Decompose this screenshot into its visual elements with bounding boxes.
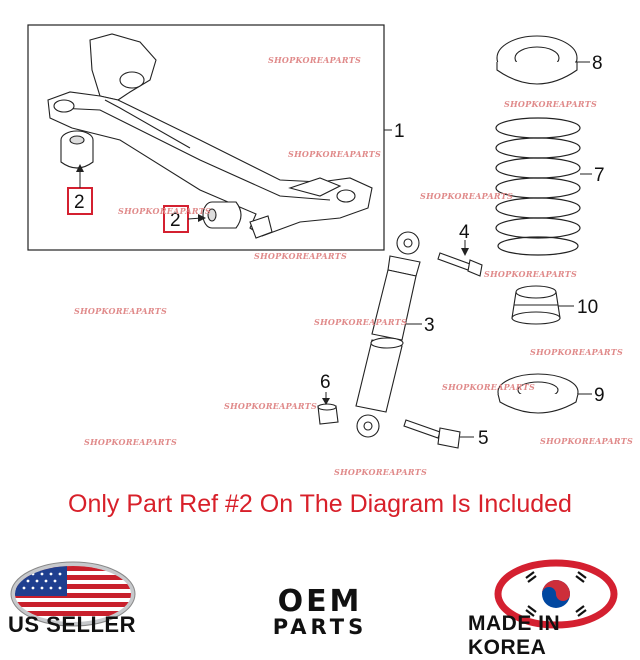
made-in-korea-label: MADE IN KOREA [468, 612, 561, 659]
callout-8: 8 [592, 53, 603, 74]
nut-6 [317, 403, 339, 425]
callout-7: 7 [594, 165, 605, 186]
callout-9: 9 [594, 385, 605, 406]
watermark: SHOPKOREAPARTS [530, 347, 623, 357]
arrow-2a [76, 164, 84, 172]
watermark: SHOPKOREAPARTS [504, 99, 597, 109]
bolt-4 [437, 252, 483, 277]
bushing-left [60, 130, 94, 169]
watermark: SHOPKOREAPARTS [420, 191, 513, 201]
rear-axle-beam [47, 33, 373, 239]
callout-10: 10 [577, 297, 598, 318]
coil-spring [495, 117, 581, 256]
watermark: SHOPKOREAPARTS [314, 317, 407, 327]
axle-assembly-frame [27, 24, 385, 251]
watermark: SHOPKOREAPARTS [540, 436, 633, 446]
us-flag-badge [10, 561, 136, 627]
notice-text: Only Part Ref #2 On The Diagram Is Inclu… [68, 490, 572, 518]
callout-3: 3 [424, 315, 435, 336]
watermark: SHOPKOREAPARTS [84, 437, 177, 447]
arrow-4 [461, 248, 469, 256]
callout-1: 1 [394, 121, 405, 142]
korea-flag-badge [494, 559, 618, 629]
watermark: SHOPKOREAPARTS [118, 206, 211, 216]
arrow-2b [198, 214, 206, 222]
watermark: SHOPKOREAPARTS [268, 55, 361, 65]
watermark: SHOPKOREAPARTS [288, 149, 381, 159]
bushing-right [202, 201, 242, 229]
watermark: SHOPKOREAPARTS [74, 306, 167, 316]
parts-diagram: 1 2 2 3 4 5 6 7 8 9 10 SHOPKOREAPARTS SH… [10, 24, 633, 629]
us-seller-label: US SELLER [8, 612, 136, 637]
arrow-6 [322, 398, 330, 405]
spring-pad-lower [497, 373, 579, 414]
watermark: SHOPKOREAPARTS [334, 467, 427, 477]
shock-absorber [355, 231, 421, 438]
watermark: SHOPKOREAPARTS [484, 269, 577, 279]
watermark: SHOPKOREAPARTS [224, 401, 317, 411]
oem-label: OEM [277, 584, 363, 619]
callout-2a: 2 [74, 192, 85, 213]
spring-seat-upper [496, 35, 578, 85]
bump-stopper [511, 285, 561, 325]
watermark: SHOPKOREAPARTS [442, 382, 535, 392]
parts-label: PARTS [272, 615, 368, 639]
watermark: SHOPKOREAPARTS [254, 251, 347, 261]
callout-6: 6 [320, 372, 331, 393]
callout-2b: 2 [170, 210, 181, 231]
callout-5: 5 [478, 428, 489, 449]
bolt-5 [403, 419, 461, 449]
callout-4: 4 [459, 222, 470, 243]
